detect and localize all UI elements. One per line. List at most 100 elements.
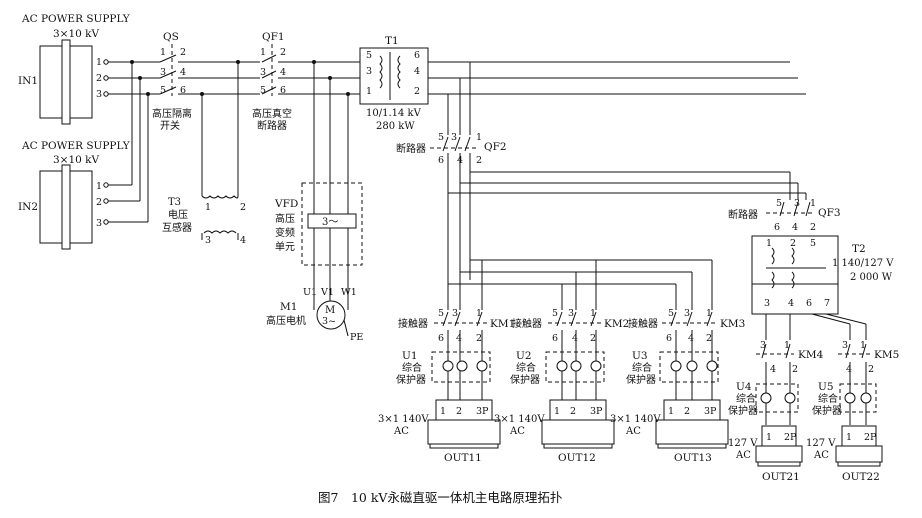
svg-text:3P: 3P — [704, 406, 717, 417]
svg-text:6: 6 — [438, 333, 444, 344]
vfd-unit: 3～ VFD 高压 变频 单元 — [274, 60, 363, 310]
svg-text:3: 3 — [568, 308, 574, 319]
svg-text:保护器: 保护器 — [812, 404, 842, 417]
svg-text:3: 3 — [96, 218, 102, 229]
qf3-breaker: 断路器 QF3 5 3 1 6 4 2 — [728, 198, 841, 233]
svg-text:6: 6 — [438, 155, 444, 166]
svg-text:接触器: 接触器 — [628, 317, 658, 330]
svg-text:W1: W1 — [341, 287, 357, 298]
svg-text:3: 3 — [794, 198, 800, 209]
out12: 1 2 3P 3×1 140V AC OUT12 — [494, 399, 615, 464]
svg-text:2: 2 — [570, 406, 576, 417]
km1: 接触器 KM1 5 3 1 6 4 2 — [398, 308, 515, 420]
svg-text:2: 2 — [180, 47, 186, 58]
svg-text:综合: 综合 — [632, 361, 652, 374]
svg-text:3: 3 — [366, 66, 372, 77]
svg-text:AC: AC — [393, 426, 409, 437]
svg-text:4: 4 — [688, 333, 694, 344]
svg-text:2P: 2P — [784, 432, 797, 443]
svg-text:6: 6 — [666, 333, 672, 344]
svg-text:U4: U4 — [736, 381, 752, 393]
svg-text:1: 1 — [96, 57, 102, 68]
svg-text:6: 6 — [806, 298, 812, 309]
qs-desc2: 开关 — [160, 119, 180, 132]
svg-text:5: 5 — [668, 308, 674, 319]
svg-text:QF1: QF1 — [262, 31, 285, 43]
svg-text:单元: 单元 — [275, 241, 295, 253]
svg-text:4: 4 — [846, 364, 852, 375]
t3-transformer: T3 电压 互感器 1 2 3 4 — [162, 60, 246, 246]
svg-text:3: 3 — [260, 67, 266, 78]
svg-text:AC: AC — [509, 426, 525, 437]
supply2-voltage: 3×10 kV — [53, 154, 100, 166]
svg-text:6: 6 — [414, 50, 420, 61]
svg-text:KM1: KM1 — [490, 318, 515, 330]
svg-text:6: 6 — [552, 333, 558, 344]
svg-text:5: 5 — [776, 198, 782, 209]
svg-text:V1: V1 — [320, 287, 334, 298]
svg-text:综合: 综合 — [818, 392, 838, 405]
svg-text:AC: AC — [735, 450, 751, 461]
svg-text:5: 5 — [552, 308, 558, 319]
svg-text:M: M — [325, 305, 335, 316]
svg-text:4: 4 — [280, 67, 286, 78]
figure-caption: 图7 10 kV永磁直驱一体机主电路原理拓扑 — [318, 490, 563, 505]
svg-text:4: 4 — [240, 235, 246, 246]
svg-text:3: 3 — [160, 67, 166, 78]
svg-text:4: 4 — [572, 333, 578, 344]
supply-in1: AC POWER SUPPLY 3×10 kV IN1 1 2 3 — [18, 13, 131, 125]
out22: 1 2P 127 V AC OUT22 — [806, 425, 883, 483]
svg-text:5: 5 — [438, 132, 444, 143]
svg-text:2: 2 — [476, 333, 482, 344]
svg-text:保护器: 保护器 — [728, 404, 758, 417]
svg-text:4: 4 — [456, 333, 462, 344]
svg-text:5: 5 — [366, 50, 372, 61]
svg-text:6: 6 — [180, 85, 186, 96]
svg-text:1: 1 — [590, 308, 596, 319]
svg-text:VFD: VFD — [274, 198, 298, 210]
svg-text:1: 1 — [260, 47, 266, 58]
svg-text:5: 5 — [260, 85, 266, 96]
out21: 1 2P 127 V AC OUT21 — [728, 425, 803, 483]
svg-text:2: 2 — [280, 47, 286, 58]
svg-text:5: 5 — [810, 238, 816, 249]
svg-text:OUT12: OUT12 — [558, 452, 596, 464]
svg-text:PE: PE — [350, 332, 363, 343]
svg-text:4: 4 — [770, 364, 776, 375]
svg-text:3~: 3~ — [322, 316, 336, 327]
svg-text:综合: 综合 — [736, 392, 756, 405]
svg-text:4: 4 — [788, 298, 794, 309]
svg-text:3×1 140V: 3×1 140V — [378, 414, 429, 425]
qf1-breaker: QF1 1 2 3 4 5 6 高压真空 断路器 — [252, 31, 360, 132]
svg-text:接触器: 接触器 — [512, 317, 542, 330]
svg-text:U5: U5 — [818, 381, 834, 393]
supply2-title: AC POWER SUPPLY — [21, 140, 131, 152]
svg-text:断路器: 断路器 — [396, 142, 426, 155]
qf2-breaker: 断路器 QF2 5 3 1 6 4 2 — [396, 132, 507, 300]
svg-text:U2: U2 — [516, 350, 532, 362]
svg-text:2: 2 — [476, 155, 482, 166]
svg-text:OUT21: OUT21 — [762, 471, 800, 483]
svg-text:断路器: 断路器 — [257, 119, 287, 132]
svg-text:高压: 高压 — [275, 212, 295, 225]
svg-text:2: 2 — [684, 406, 690, 417]
svg-text:2P: 2P — [864, 432, 877, 443]
svg-text:3×1 140V: 3×1 140V — [610, 414, 661, 425]
svg-text:1: 1 — [96, 181, 102, 192]
svg-text:2: 2 — [792, 364, 798, 375]
supply2-connector — [61, 164, 71, 250]
out11: 1 2 3P 3×1 140V AC OUT11 — [378, 399, 501, 464]
protector-u2: U2 综合 保护器 — [510, 350, 605, 386]
svg-text:5: 5 — [160, 85, 166, 96]
svg-text:1: 1 — [784, 340, 790, 351]
svg-text:3×1 140V: 3×1 140V — [494, 414, 545, 425]
svg-text:1: 1 — [706, 308, 712, 319]
svg-text:3: 3 — [684, 308, 690, 319]
svg-text:280 kW: 280 kW — [376, 121, 415, 132]
svg-text:2: 2 — [456, 406, 462, 417]
km4: KM4 3 1 4 2 — [756, 340, 824, 425]
svg-text:综合: 综合 — [402, 361, 422, 374]
svg-text:127 V: 127 V — [806, 438, 836, 449]
svg-text:U1: U1 — [402, 350, 418, 362]
